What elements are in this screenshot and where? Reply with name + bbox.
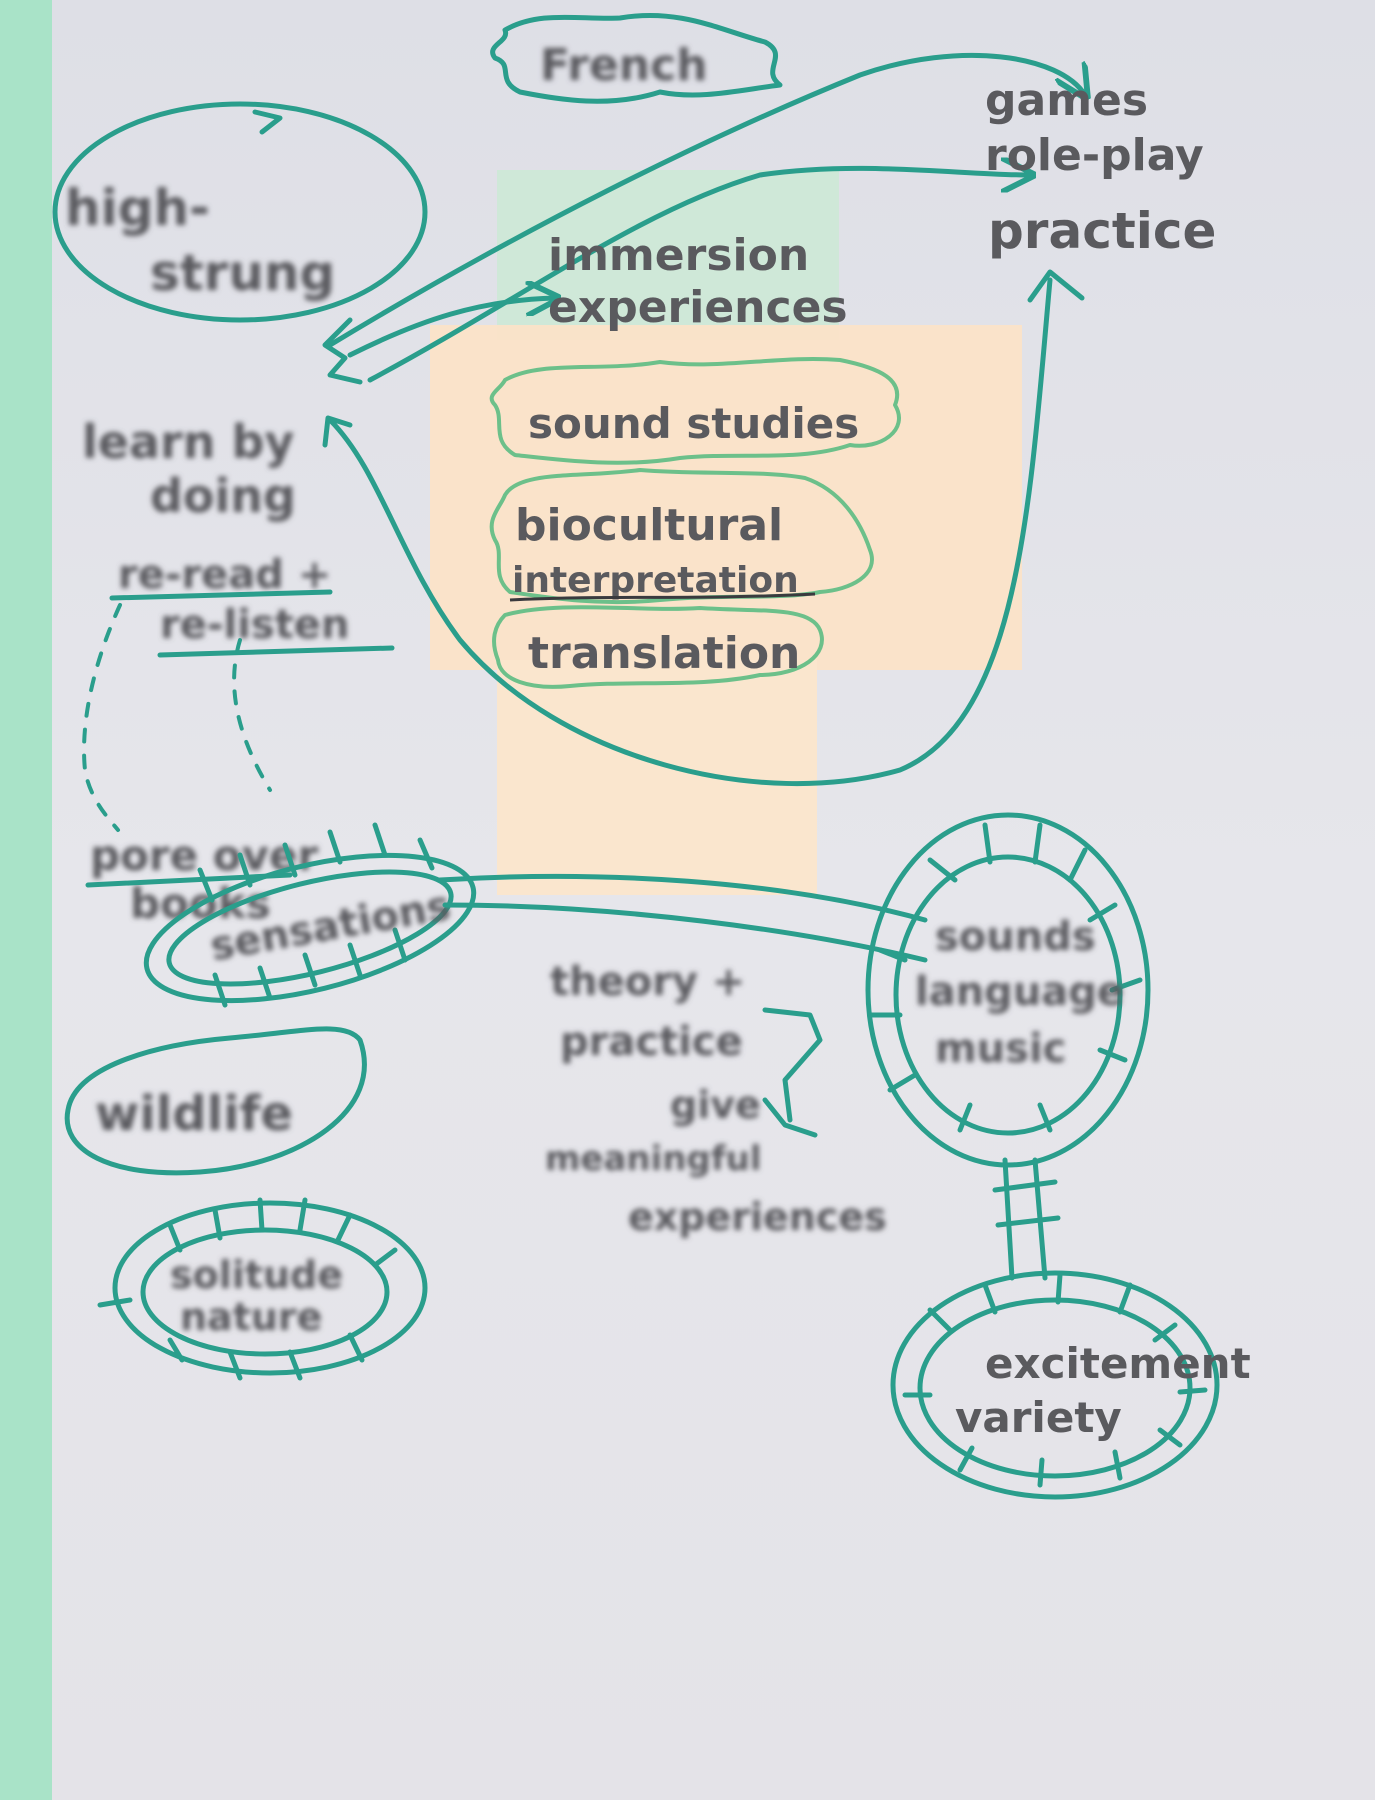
dashed-link-left [82,603,122,832]
re-read: re-read + [118,552,331,598]
node-theory-practice: theory + practice [550,959,745,1065]
link-sensations-sounds [437,873,928,923]
sticky-note-orange-lower [497,660,817,895]
wildlife-oval [64,1026,367,1176]
sounds-hatch [867,822,1143,1133]
stem-hatch [992,1179,1061,1228]
arrow-to-immersion [347,298,555,358]
excitement-oval-outer [890,1270,1220,1500]
learn-by-doing-line-2: doing [150,469,296,523]
immersion-line-1: immersion [548,230,809,281]
node-practice: practice [988,202,1216,260]
sounds-oval-outer [865,812,1151,1168]
sticky-note-orange [430,325,1022,670]
dashed-link-right [232,638,272,792]
node-re-read-re-listen: re-read + re-listen [118,552,349,648]
give-line-3: experiences [628,1195,887,1239]
arrow-french-to-games [327,52,1085,348]
high-strung-line-2: strung [150,244,335,302]
node-sounds-language-music: sounds language music [915,914,1124,1072]
loop-practice-to-learning [327,277,1053,787]
re-listen: re-listen [160,602,349,648]
sounds-line-1: sounds [935,914,1096,960]
learn-by-doing-line-1: learn by [82,415,294,469]
node-learn-by-doing: learn by doing [82,415,296,523]
green-paper-edge [0,0,52,1800]
node-wildlife: wildlife [95,1086,293,1142]
solitude-oval-outer [112,1200,428,1376]
link-sensations-sounds-2 [442,902,928,963]
arrow-theory-to-give [762,1007,823,1123]
sounds-oval-inner [893,854,1123,1136]
translation-cloud [492,605,824,689]
give-line-1: give [670,1083,761,1127]
biocultural-line-2: interpretation [512,560,799,601]
solitude-line-1: solitude [170,1253,343,1297]
give-line-2: meaningful [545,1139,761,1179]
stem-left [1002,1157,1015,1281]
sound-studies-cloud [489,356,901,465]
arrow-head-practice [1027,269,1085,303]
sensations-hatch [197,822,435,1008]
solitude-hatch [97,1197,398,1381]
node-high-strung: high- strung [65,179,335,302]
node-games: games [985,75,1148,126]
node-sound-studies: sound studies [528,399,859,448]
node-translation: translation [528,628,800,679]
excitement-line-2: variety [955,1393,1122,1442]
node-give-meaningful-experiences: give meaningful experiences [545,1083,887,1239]
arrow-learn-to-practice [367,168,1030,383]
high-strung-oval [52,101,428,323]
excitement-line-1: excitement [985,1339,1251,1388]
sounds-line-3: music [935,1026,1066,1072]
arrow-high-strung [252,109,283,135]
biocultural-line-1: biocultural [515,500,783,551]
underline-re-listen [157,645,395,658]
strike-line-interpretation [509,592,816,602]
solitude-line-2: nature [180,1295,322,1339]
immersion-line-2: experiences [548,282,848,333]
zigzag-marker [322,317,363,385]
arrow-head-give [762,1097,818,1138]
french-cloud [490,13,783,104]
high-strung-line-1: high- [65,179,210,237]
sounds-line-2: language [915,969,1124,1015]
node-role-play: role-play [985,130,1204,181]
theory-line-1: theory + [550,959,745,1005]
sensations-oval-inner [166,869,454,987]
solitude-oval-inner [140,1227,390,1357]
excitement-hatch [902,1272,1208,1488]
underline-re-read [109,589,333,601]
node-excitement-variety: excitement variety [955,1339,1251,1442]
arrow-head-learning [322,415,353,448]
theory-line-2: practice [560,1019,743,1065]
biocultural-cloud [489,468,874,605]
node-french: French [540,40,708,91]
excitement-oval-inner [917,1297,1193,1479]
node-solitude-nature: solitude nature [170,1253,343,1339]
